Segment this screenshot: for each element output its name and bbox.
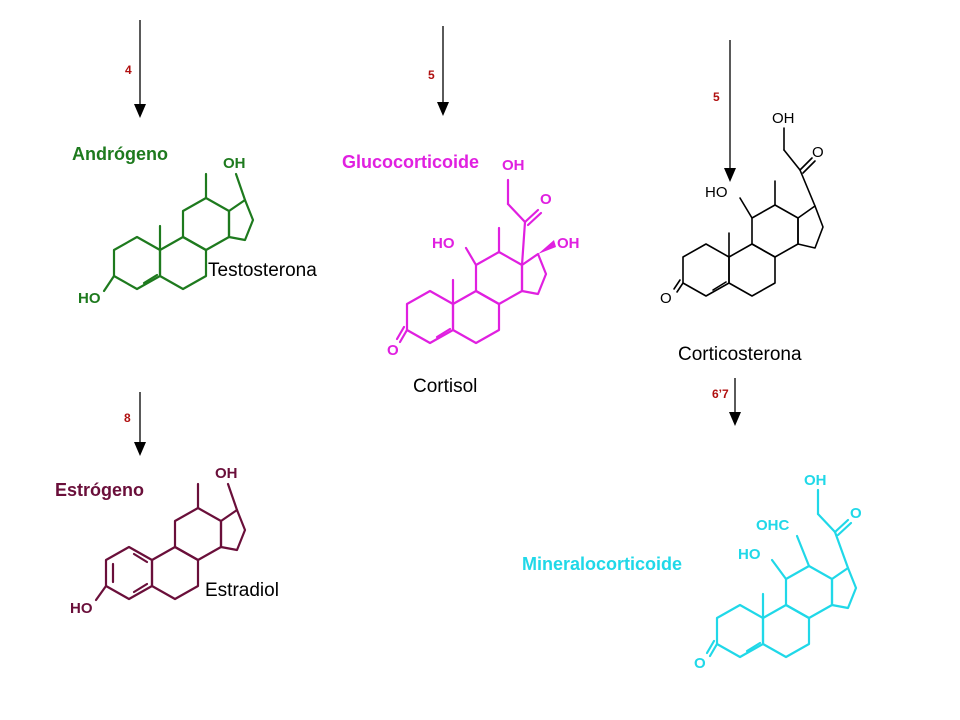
cortisol-structure: Glucocorticoide	[342, 152, 580, 397]
testosterone-ho-3: HO	[78, 290, 101, 307]
cortisol-wedge-bond	[538, 240, 556, 254]
step-label-aldosterone: 6ʼ7	[712, 387, 729, 401]
testosterone-oh-17: OH	[223, 155, 246, 172]
step-label-testosterone: 4	[125, 63, 132, 77]
androgen-class-label: Andrógeno	[72, 144, 168, 164]
corticosterone-ho-11: HO	[705, 184, 728, 201]
testosterone-structure: Andrógeno OH HO Testosterona	[72, 144, 317, 307]
arrow-testosterone	[134, 20, 146, 118]
aldosterone-skeleton	[705, 488, 858, 659]
estradiol-name: Estradiol	[205, 580, 279, 601]
corticosterone-structure: OH O HO O Corticosterona	[660, 110, 824, 365]
mineralocorticoid-class-label: Mineralocorticoide	[522, 554, 682, 574]
arrow-corticosterone	[724, 40, 736, 182]
estradiol-skeleton	[94, 482, 247, 602]
aldosterone-ketone-20: O	[850, 505, 862, 522]
aldosterone-aldehyde-18: OHC	[756, 517, 790, 534]
aldosterone-structure: Mineralocorticoide	[522, 472, 862, 672]
glucocorticoid-class-label: Glucocorticoide	[342, 152, 479, 172]
arrow-cortisol	[437, 26, 449, 116]
estradiol-oh-17: OH	[215, 465, 238, 482]
arrow-estradiol	[134, 392, 146, 456]
step-label-estradiol: 8	[124, 411, 131, 425]
cortisol-ho-11: HO	[432, 235, 455, 252]
step-label-cortisol: 5	[428, 68, 435, 82]
aldosterone-ho-11: HO	[738, 546, 761, 563]
cortisol-oh-17: OH	[557, 235, 580, 252]
cortisol-name: Cortisol	[413, 376, 477, 397]
corticosterone-name: Corticosterona	[678, 344, 802, 365]
testosterone-name: Testosterona	[208, 260, 317, 281]
aldosterone-oh-21: OH	[804, 472, 827, 489]
estradiol-ho-3: HO	[70, 600, 93, 617]
corticosterone-skeleton	[673, 127, 824, 297]
cortisol-ketone-20: O	[540, 191, 552, 208]
estrogen-class-label: Estrógeno	[55, 480, 144, 500]
corticosterone-ketone-20: O	[812, 144, 824, 161]
testosterone-skeleton	[102, 172, 255, 293]
step-label-corticosterone: 5	[713, 90, 720, 104]
corticosterone-ketone-3: O	[660, 290, 672, 307]
cortisol-ketone-3: O	[387, 342, 399, 359]
aldosterone-ketone-3: O	[694, 655, 706, 672]
cortisol-skeleton	[395, 178, 548, 345]
estradiol-structure: Estrógeno OH HO Estradiol	[55, 465, 279, 617]
corticosterone-oh-21: OH	[772, 110, 795, 127]
arrow-aldosterone	[729, 378, 741, 426]
cortisol-oh-21: OH	[502, 157, 525, 174]
